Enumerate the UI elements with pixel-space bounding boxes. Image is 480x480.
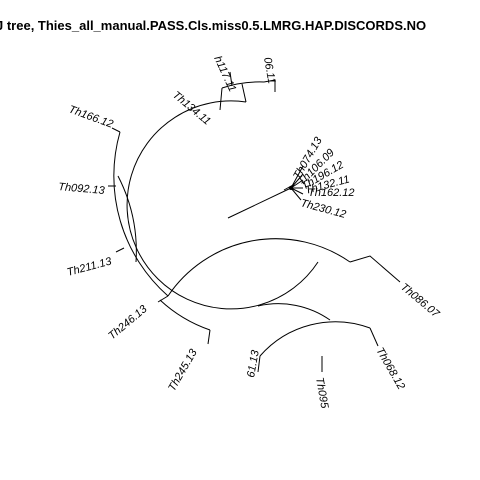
arc-upper-clade	[221, 81, 265, 89]
arc-left-outer	[159, 299, 211, 331]
arc-lower-inner	[259, 321, 371, 357]
tip-label: Th086.07	[398, 281, 442, 321]
tip-label: 06.11	[261, 56, 277, 84]
tip-label: Th092.13	[58, 181, 106, 197]
tip-label: Th211.13	[66, 255, 114, 279]
branch-center-clade	[283, 184, 294, 191]
branch-tip-th211	[115, 247, 125, 253]
tree-title: J tree, Thies_all_manual.PASS.Cls.miss0.…	[0, 18, 427, 33]
tip-label: Th162.12	[308, 187, 354, 199]
arc-left-inner	[117, 175, 137, 263]
branch-tip-h117	[229, 71, 233, 87]
arc-lower	[257, 303, 331, 321]
tip-label: 61.13	[245, 348, 262, 378]
arc-root	[126, 100, 319, 310]
branch-tip-th134	[219, 87, 223, 111]
arc-left	[113, 131, 169, 297]
tree-branches	[108, 71, 401, 373]
center-fan	[290, 165, 304, 201]
tip-label: h117.11	[211, 54, 238, 94]
arc-lower-right	[167, 238, 351, 297]
center-cluster	[290, 165, 304, 201]
branch-tip-61	[257, 355, 261, 373]
tip-label: Th134.11	[170, 89, 213, 128]
branch-tip-th245	[207, 329, 211, 345]
branch-upper-clade	[241, 83, 247, 103]
branch-tip-th246	[157, 295, 169, 303]
branch-tip-06	[263, 79, 276, 92]
tip-label: Th095	[313, 376, 330, 410]
tip-labels: Th074.13 Th106.09 Th196.12 Th132.11 Th16…	[58, 54, 442, 410]
tip-label: Th245.13	[166, 346, 200, 393]
tip-label: Th246.13	[106, 303, 150, 343]
branch-tip-th086	[349, 255, 401, 283]
tip-label: Th230.12	[299, 197, 347, 221]
branch-tip-th166	[111, 127, 121, 133]
tip-label: Th166.12	[67, 104, 115, 131]
branch-tip-th068	[369, 327, 379, 347]
tip-label: Th068.12	[373, 346, 407, 392]
branch-root	[227, 187, 292, 219]
